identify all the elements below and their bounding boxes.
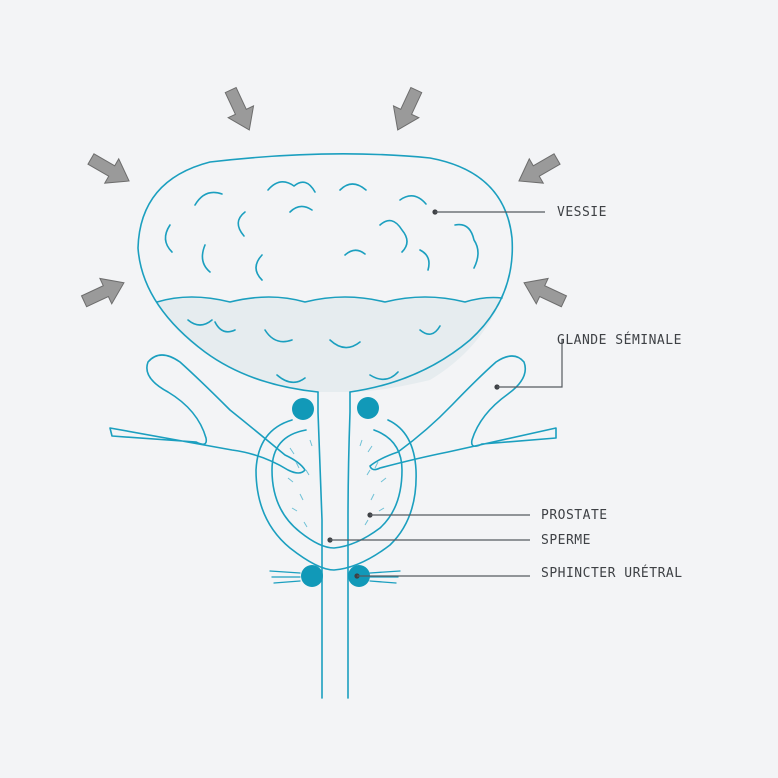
sphincters <box>269 397 401 587</box>
prostate-capsule <box>255 419 417 571</box>
bladder-wall-folds <box>164 181 479 384</box>
prostate-inner <box>271 429 403 549</box>
urethra-left-wall <box>317 391 323 699</box>
label-vessie-text: VESSIE <box>557 205 607 220</box>
bladder-outline <box>137 153 514 393</box>
label-sphincter-uretral: SPHINCTER URÉTRAL <box>354 565 682 581</box>
label-prostate: PROSTATE <box>367 508 607 523</box>
bladder-fluid <box>157 297 502 392</box>
seminal-vesicle-left <box>109 354 306 474</box>
label-glande-seminale: GLANDE SÉMINALE <box>494 332 682 390</box>
urethra-right-wall <box>347 391 351 699</box>
sphincter-ring <box>357 397 379 419</box>
seminal-vesicle-right <box>369 355 557 471</box>
arrow-icon <box>517 269 571 315</box>
fluid-surface <box>156 296 503 303</box>
prostate <box>255 419 417 571</box>
urethra <box>317 391 351 699</box>
label-sperme-text: SPERME <box>541 533 591 548</box>
annotations: VESSIE GLANDE SÉMINALE PROSTATE SPERME S… <box>327 205 682 581</box>
prostate-texture <box>287 439 387 528</box>
label-prostate-text: PROSTATE <box>541 508 608 523</box>
arrow-icon <box>217 83 263 137</box>
seminal-vesicles <box>109 354 557 474</box>
label-vessie: VESSIE <box>432 205 607 220</box>
arrow-icon <box>83 146 137 194</box>
label-sperme: SPERME <box>327 533 591 548</box>
label-sphincter-uretral-text: SPHINCTER URÉTRAL <box>541 565 683 581</box>
sphincter-ring <box>292 398 314 420</box>
bladder <box>137 153 514 393</box>
arrow-icon <box>384 83 430 137</box>
sphincter-ring <box>301 565 323 587</box>
arrow-icon <box>77 269 131 315</box>
label-glande-seminale-text: GLANDE SÉMINALE <box>557 332 682 348</box>
arrow-icon <box>511 146 565 194</box>
urethral-sphincter-fibers <box>269 570 401 584</box>
